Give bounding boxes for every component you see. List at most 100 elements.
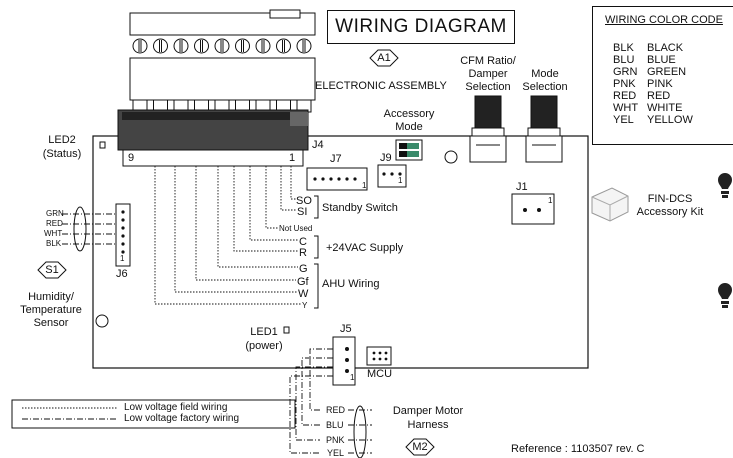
mount-hole: [95, 314, 109, 328]
terminal-9: 9: [128, 152, 135, 164]
j5-label: J5: [340, 323, 352, 335]
color-abbr: GRN: [613, 66, 638, 78]
m2-tag: M2: [412, 441, 428, 453]
mount-hole: [444, 150, 458, 164]
terminal-screw: [194, 38, 209, 54]
color-abbr: YEL: [613, 114, 634, 126]
field-wire: [265, 166, 279, 229]
color-code-header: WIRING COLOR CODE: [605, 14, 723, 26]
terminal-r: R: [299, 247, 307, 259]
mode-label: Mode Selection: [522, 68, 568, 93]
terminal-so: SO: [296, 195, 312, 207]
color-name: RED: [647, 90, 671, 102]
supply-label: +24VAC Supply: [326, 242, 404, 254]
wiring-legend-box: [11, 399, 296, 429]
j4-connector: [117, 109, 309, 167]
terminal-screw: [255, 38, 271, 54]
sensor-wire-grn: GRN: [46, 209, 64, 218]
j6-label: J6: [116, 268, 128, 280]
color-abbr: BLU: [613, 54, 635, 66]
terminal-screw: [214, 38, 230, 54]
terminal-w: W: [298, 288, 309, 300]
j9-connector: [377, 164, 407, 188]
led2-marker: [99, 141, 106, 149]
terminal-screw: [276, 38, 291, 54]
j1-pin-one: 1: [548, 196, 553, 205]
terminal-screw: [235, 38, 250, 54]
terminal-not-used: Not Used: [279, 224, 313, 233]
terminal-1: 1: [289, 152, 296, 164]
mode-dial: [525, 95, 563, 163]
damper-wire-pnk: PNK: [326, 435, 345, 445]
sensor-wires: [62, 213, 116, 245]
accessory-mode-label: Accessory Mode: [383, 108, 435, 133]
legend-field-wiring: Low voltage field wiring: [124, 402, 228, 413]
sensor-label: Humidity/ Temperature Sensor: [20, 291, 82, 329]
color-code-row: GRN GREEN: [613, 66, 686, 78]
j1-connector: [511, 193, 555, 225]
damper-wire-yel: YEL: [327, 448, 345, 458]
field-wire: [217, 166, 298, 268]
terminal-c: C: [299, 236, 307, 248]
damper-wire-blu: BLU: [326, 420, 344, 430]
j9-pin-one: 1: [398, 176, 403, 185]
fin-dcs-label: FIN-DCS Accessory Kit: [636, 193, 704, 218]
terminal-gf: Gf: [297, 276, 309, 288]
sensor-wire-wht: WHT: [44, 229, 63, 238]
j5-connector: [332, 336, 356, 386]
terminal-screw: [296, 38, 312, 54]
terminal-si: SI: [297, 206, 308, 218]
color-code-row: YEL YELLOW: [613, 114, 693, 126]
terminal-g: G: [299, 263, 308, 275]
reference-text: Reference : 1103507 rev. C: [511, 443, 645, 455]
mcu-label: MCU: [367, 368, 393, 380]
field-wire: [154, 166, 301, 305]
standby-switch-label: Standby Switch: [322, 202, 398, 214]
j5-pin-one: 1: [350, 373, 355, 382]
damper-wire-bundle: [353, 405, 367, 458]
field-wire: [174, 166, 297, 293]
terminal-screw: [153, 38, 168, 54]
color-abbr: WHT: [613, 102, 639, 114]
ahu-wiring-label: AHU Wiring: [322, 278, 380, 290]
damper-wires: [289, 348, 372, 454]
color-code-row: RED RED: [613, 90, 670, 102]
color-abbr: RED: [613, 90, 637, 102]
j7-connector: [306, 167, 368, 191]
s1-hex: [37, 261, 67, 279]
led2-label: LED2 (Status): [42, 134, 82, 160]
color-abbr: BLK: [613, 42, 634, 54]
field-wire: [195, 166, 296, 281]
damper-label: Damper Motor Harness: [392, 405, 464, 431]
a1-hex: [369, 49, 399, 67]
terminal-screw: [173, 38, 189, 54]
m2-hex: [405, 438, 435, 456]
bulb-icon: [718, 283, 732, 308]
mcu-connector: [366, 346, 392, 366]
cfm-label: CFM Ratio/ Damper Selection: [460, 55, 516, 93]
terminal-screw: [132, 38, 148, 54]
j7-label: J7: [330, 153, 342, 165]
j6-pin-one: 1: [120, 254, 125, 263]
color-name: GREEN: [647, 66, 687, 78]
color-code-row: WHT WHITE: [613, 102, 682, 114]
color-abbr: PNK: [613, 78, 636, 90]
color-name: YELLOW: [647, 114, 693, 126]
led1-marker: [283, 326, 290, 334]
j7-pin-one: 1: [362, 181, 367, 190]
fin-dcs-kit: [591, 187, 629, 222]
terminal-y: Y: [302, 301, 308, 310]
sensor-wire-red: RED: [46, 219, 63, 228]
diagram-title: WIRING DIAGRAM: [327, 10, 515, 44]
j4-label: J4: [312, 139, 324, 151]
accessory-mode-switch: [395, 139, 423, 161]
cfm-dial: [469, 95, 507, 163]
bulb-icon: [718, 173, 732, 198]
j9-label: J9: [380, 152, 392, 164]
s1-tag: S1: [45, 264, 59, 276]
color-name: WHITE: [647, 102, 683, 114]
